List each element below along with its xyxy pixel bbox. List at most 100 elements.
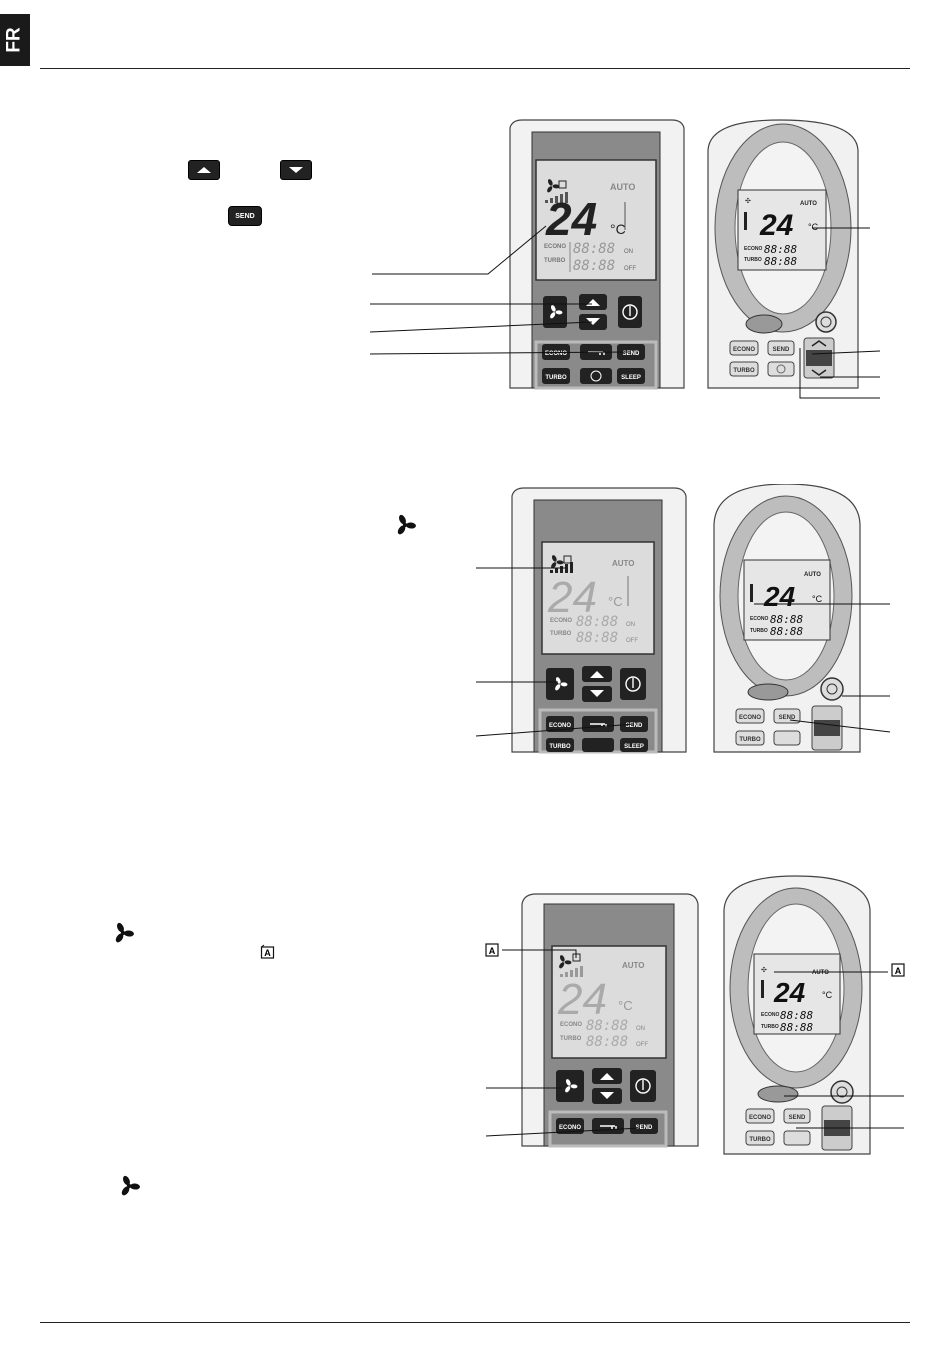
remote-rect: AUTO 24 °C ECONO TURBO 88:88 88:88 ON OF… [511, 487, 687, 754]
timer-button[interactable] [582, 738, 614, 752]
turbo-button[interactable] [729, 361, 759, 377]
timer-on-display: 88:88 [780, 1009, 813, 1022]
auto-label: AUTO [804, 572, 821, 578]
timer-off-display: 88:88 [764, 255, 797, 268]
econo-label: ECONO [761, 1012, 779, 1018]
lcd-panel [551, 945, 667, 1059]
footer-rule [40, 1322, 910, 1323]
temperature-unit: °C [608, 594, 623, 609]
power-button[interactable] [820, 677, 844, 701]
remote-rect: AUTO 24 °C ECONO TURBO 88:88 88:88 ON OF… [509, 119, 685, 390]
power-button[interactable] [830, 1080, 854, 1104]
send-key-inline-icon: SEND [228, 206, 262, 226]
econo-button[interactable] [546, 716, 574, 732]
send-button[interactable] [783, 1108, 811, 1124]
econo-label: ECONO [544, 244, 566, 250]
temperature-unit: °C [618, 998, 633, 1013]
econo-button[interactable] [729, 340, 759, 356]
power-button[interactable] [815, 311, 837, 333]
econo-button[interactable] [556, 1118, 584, 1134]
timer-button[interactable] [580, 368, 612, 384]
econo-button[interactable] [735, 708, 765, 724]
callout-lines [485, 949, 904, 1137]
timer-off-label: OFF [636, 1042, 648, 1048]
turbo-button[interactable] [546, 738, 574, 752]
temperature-unit: °C [610, 221, 626, 237]
svg-text:✣: ✣ [761, 966, 767, 974]
timer-button[interactable] [773, 730, 801, 746]
turbo-label: TURBO [744, 257, 762, 263]
timer-on-label: ON [626, 622, 635, 628]
fan-button[interactable] [747, 683, 789, 701]
auto-fan-callout-icon: A [485, 943, 499, 957]
timer-off-display: 88:88 [573, 258, 615, 274]
turbo-button-label: TURBO [739, 737, 761, 743]
timer-button[interactable] [783, 1130, 811, 1146]
send-button-label: SEND [636, 1125, 653, 1131]
turbo-button-label: TURBO [749, 1137, 771, 1143]
auto-label: AUTO [610, 182, 635, 192]
econo-button[interactable] [745, 1108, 775, 1124]
fan-button[interactable] [745, 314, 783, 334]
auto-fan-icon: A [260, 944, 275, 959]
figure-1: AUTO 24 °C ECONO TURBO 88:88 88:88 ON OF… [369, 119, 881, 399]
econo-button-label: ECONO [549, 723, 571, 729]
turbo-button[interactable] [735, 730, 765, 746]
turbo-button[interactable] [542, 368, 570, 384]
turbo-button[interactable] [745, 1130, 775, 1146]
lcd-panel [737, 189, 827, 271]
send-button-label: SEND [623, 351, 640, 357]
send-button-label: SEND [779, 715, 796, 721]
svg-text:✣: ✣ [745, 197, 751, 205]
fan-button[interactable] [556, 1070, 584, 1102]
remote-oval: ✣ AUTO 24 °C ECONO TURBO 88:88 88:88 ECO… [707, 119, 859, 389]
econo-label: ECONO [744, 246, 762, 252]
send-button[interactable] [617, 344, 645, 360]
econo-button-label: ECONO [545, 351, 567, 357]
send-button[interactable] [767, 340, 795, 356]
sleep-button-label: SLEEP [624, 744, 644, 750]
timer-off-label: OFF [624, 266, 636, 272]
turbo-button-label: TURBO [545, 375, 567, 381]
turbo-label: TURBO [761, 1024, 779, 1030]
send-key-label: SEND [235, 212, 255, 220]
lcd-panel [753, 953, 841, 1035]
timer-on-display: 88:88 [764, 243, 797, 256]
timer-off-display: 88:88 [586, 1034, 628, 1050]
timer-button[interactable] [767, 361, 795, 377]
econo-button-label: ECONO [559, 1125, 581, 1131]
timer-on-display: 88:88 [576, 614, 618, 630]
language-code: FR [3, 27, 25, 53]
auto-badge-label: A [895, 966, 902, 976]
auto-badge-label: A [264, 948, 271, 958]
lcd-panel [743, 559, 831, 641]
temperature-unit: °C [812, 594, 823, 604]
send-button[interactable] [773, 708, 801, 724]
timer-on-label: ON [636, 1026, 645, 1032]
send-button[interactable] [630, 1118, 658, 1134]
turbo-label: TURBO [560, 1036, 582, 1042]
sleep-button[interactable] [620, 738, 648, 752]
fan-button[interactable] [546, 668, 574, 700]
down-key-inline-icon [280, 160, 312, 180]
temperature-display: 24 [773, 977, 806, 1008]
temperature-display: 24 [557, 975, 607, 1024]
fan-icon [547, 179, 560, 193]
timer-on-label: ON [624, 249, 633, 255]
sleep-button[interactable] [617, 368, 645, 384]
econo-button-label: ECONO [733, 347, 755, 353]
timer-on-display: 88:88 [573, 241, 615, 257]
turbo-label: TURBO [550, 631, 572, 637]
temperature-unit: °C [808, 222, 819, 232]
remote-rect: AUTO 24 °C ECONO TURBO 88:88 88:88 ON OF… [521, 893, 699, 1148]
language-tab: FR [0, 14, 30, 66]
header-rule [40, 68, 910, 69]
econo-label: ECONO [560, 1022, 582, 1028]
timer-off-display: 88:88 [770, 625, 803, 638]
econo-button-label: ECONO [749, 1115, 771, 1121]
econo-button-label: ECONO [739, 715, 761, 721]
econo-button[interactable] [542, 344, 570, 360]
send-button-label: SEND [789, 1115, 806, 1121]
fan-button[interactable] [757, 1085, 799, 1103]
timer-off-display: 88:88 [576, 630, 618, 646]
